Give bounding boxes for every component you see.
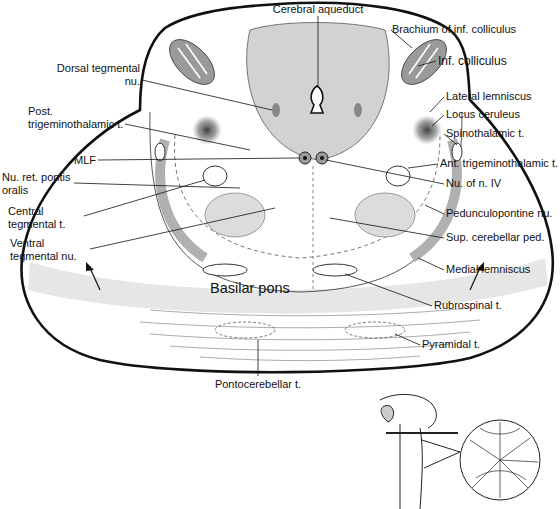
inset-folia <box>470 422 538 498</box>
leader-line <box>345 274 432 306</box>
leader-line <box>90 208 275 249</box>
structure-label: Inf. colliculus <box>438 54 507 69</box>
inset-fourth-ventricle <box>422 440 460 468</box>
mlf <box>299 152 311 164</box>
structure-label: Central tegmental t. <box>8 205 83 231</box>
inset-sagittal <box>380 394 540 509</box>
structure-label: Nu. of n. IV <box>446 177 501 190</box>
inset-brainstem <box>400 424 422 509</box>
inset-thalamus <box>381 406 394 422</box>
pontine-fibers <box>140 308 480 361</box>
structure-label: Pedunculopontine nu. <box>446 207 552 220</box>
pyramidal-tract <box>215 322 275 338</box>
structure-label: Spinothalamic t. <box>446 127 524 140</box>
spinothalamic-tract <box>155 143 165 161</box>
leader-line <box>418 258 444 270</box>
leader-line <box>326 160 444 184</box>
inset-cerebrum <box>380 394 436 428</box>
structure-label: Cerebral aqueduct <box>268 3 368 16</box>
dorsal-tegmental-nucleus <box>354 103 362 117</box>
leader-line <box>395 334 420 345</box>
section-outline <box>22 3 553 372</box>
dorsal-tegmental-nucleus <box>272 103 280 117</box>
leader-line <box>74 183 240 188</box>
trochlear-nucleus <box>303 156 307 160</box>
section-plane <box>386 432 458 434</box>
structure-label: Lateral lemniscus <box>446 90 532 103</box>
superior-cerebellar-peduncle <box>355 193 415 237</box>
locus-ceruleus <box>192 115 222 145</box>
fiber-arrow <box>90 268 100 290</box>
leader-line <box>142 80 272 110</box>
structure-label: Basilar pons <box>210 280 290 298</box>
central-tegmental-tract <box>203 166 227 186</box>
brachium-fibers <box>178 44 438 78</box>
middle-peduncle-band <box>28 258 548 313</box>
aqueduct <box>311 86 323 113</box>
trochlear-nucleus <box>320 156 324 160</box>
structure-label: Nu. ret. pontis oralis <box>2 171 90 197</box>
structure-label: Pyramidal t. <box>422 338 480 351</box>
fiber-arrowhead <box>86 262 94 271</box>
leader-line <box>425 205 444 214</box>
structure-label: Ant. trigeminothalamic t. <box>440 157 558 170</box>
leader-line <box>84 180 205 216</box>
leader-line <box>318 16 319 86</box>
medial-lemniscus <box>203 264 247 276</box>
leader-line <box>432 115 444 126</box>
structure-label: Dorsal tegmental nu. <box>40 62 140 88</box>
structure-label: Pontocerebellar t. <box>188 378 328 391</box>
superior-cerebellar-peduncle <box>205 193 265 237</box>
medial-lemniscus <box>313 264 357 276</box>
structure-label: Rubrospinal t. <box>434 299 502 312</box>
inferior-colliculus <box>162 32 223 93</box>
leader-line <box>258 340 259 376</box>
pyramidal-tract <box>345 322 405 338</box>
structure-label: Brachium of inf. colliculus <box>392 23 516 36</box>
leader-line <box>408 164 438 168</box>
structure-label: Locus ceruleus <box>446 108 520 121</box>
locus-ceruleus <box>412 115 442 145</box>
structure-label: Ventral tegmental nu. <box>10 237 90 263</box>
tegmentum-dashed <box>174 135 440 258</box>
leader-line <box>330 218 444 238</box>
structure-label: MLF <box>74 154 96 167</box>
leader-line <box>430 97 444 112</box>
structure-label: Sup. cerebellar ped. <box>446 231 544 244</box>
lateral-lemniscus <box>160 140 205 258</box>
leader-line <box>418 61 436 66</box>
structure-label: Post. trigeminothalamic t. <box>28 105 138 131</box>
mlf <box>316 152 328 164</box>
structure-label: Medial lemniscus <box>446 263 530 276</box>
inset-cerebellum <box>460 420 540 500</box>
leader-line <box>125 124 250 150</box>
leader-line <box>98 158 299 160</box>
